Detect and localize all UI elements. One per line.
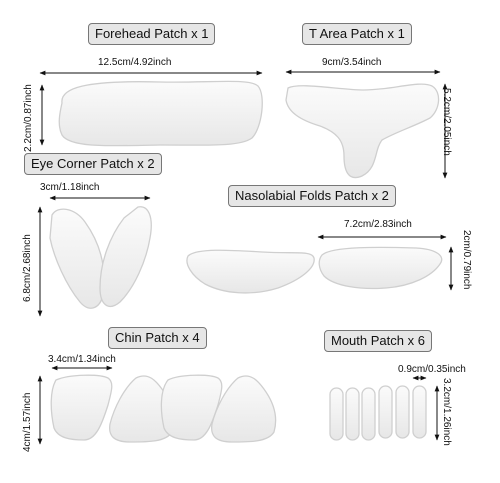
t-area-patch-label: T Area Patch x 1 — [302, 23, 412, 45]
mouth-patch-6 — [412, 385, 427, 439]
mouth-patch-2 — [345, 387, 360, 441]
chin-patch-4 — [210, 375, 277, 443]
eye-corner-patch-left — [49, 208, 105, 309]
forehead-width-text: 12.5cm/4.92inch — [98, 57, 172, 68]
eye-corner-patch-label: Eye Corner Patch x 2 — [24, 153, 162, 175]
eye-width-text: 3cm/1.18inch — [40, 182, 100, 193]
nasolabial-patch-right — [318, 246, 443, 290]
mouth-width-text: 0.9cm/0.35inch — [398, 364, 466, 375]
mouth-patch-5 — [395, 385, 410, 439]
chin-patch-2 — [108, 375, 175, 443]
t-area-patch — [285, 83, 440, 179]
mouth-patch-1 — [329, 387, 344, 441]
forehead-height-text: 2.2cm/0.87inch — [23, 84, 34, 152]
nasolabial-height-text: 2cm/0.79inch — [461, 230, 472, 290]
chin-patch-1 — [50, 374, 113, 441]
nasolabial-width-text: 7.2cm/2.83inch — [344, 219, 412, 230]
forehead-patch — [58, 80, 263, 147]
mouth-patch-4 — [378, 385, 393, 439]
nasolabial-folds-patch-label: Nasolabial Folds Patch x 2 — [228, 185, 396, 207]
chin-height-text: 4cm/1.57inch — [22, 392, 33, 452]
mouth-patch-3 — [361, 387, 376, 441]
t-area-height-text: 5.2cm/2.05inch — [441, 88, 452, 156]
mouth-patch-label: Mouth Patch x 6 — [324, 330, 432, 352]
nasolabial-patch-left — [186, 249, 315, 294]
mouth-height-text: 3.2cm/1.26inch — [441, 378, 452, 446]
chin-patch-label: Chin Patch x 4 — [108, 327, 207, 349]
chin-width-text: 3.4cm/1.34inch — [48, 354, 116, 365]
chin-patch-3 — [160, 374, 223, 441]
forehead-patch-label: Forehead Patch x 1 — [88, 23, 216, 45]
eye-corner-patch-right — [99, 206, 152, 307]
eye-height-text: 6.8cm/2.68inch — [22, 234, 33, 302]
t-area-width-text: 9cm/3.54inch — [322, 57, 382, 68]
